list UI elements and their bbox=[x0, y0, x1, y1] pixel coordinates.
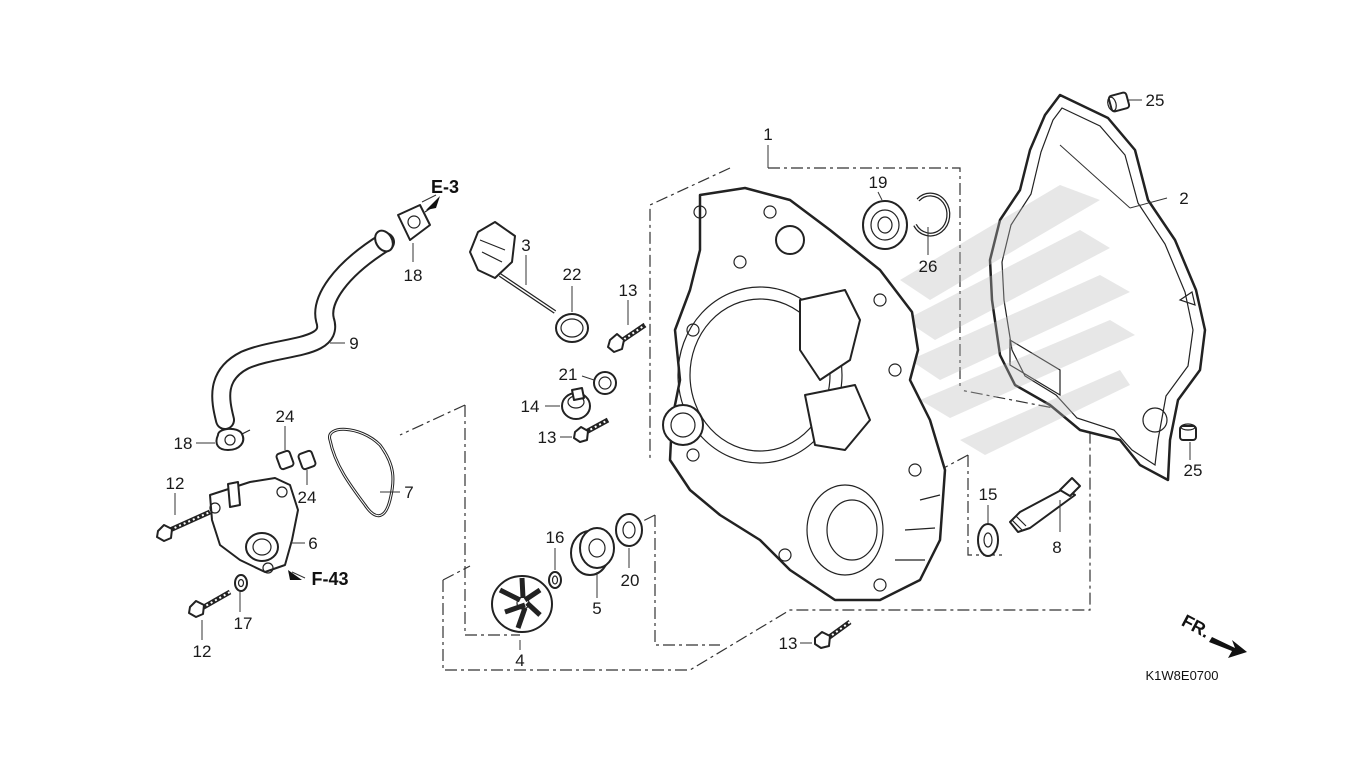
reference-e3: E-3 bbox=[431, 177, 459, 197]
callout-19: 19 bbox=[869, 173, 888, 192]
leader-lines bbox=[174, 99, 1191, 650]
callout-25-lower: 25 bbox=[1184, 461, 1203, 480]
hose-clamp-part-18-bottom bbox=[215, 427, 251, 451]
washer-part-17 bbox=[234, 574, 248, 592]
oil-dipstick-part-3 bbox=[469, 221, 557, 314]
callout-4: 4 bbox=[515, 651, 524, 670]
seal-part-15 bbox=[977, 523, 999, 557]
pump-gasket-part-7 bbox=[328, 427, 395, 518]
callout-1: 1 bbox=[763, 125, 772, 144]
forward-direction-label: FR. bbox=[1178, 611, 1213, 642]
callout-15: 15 bbox=[979, 485, 998, 504]
diagram-code: K1W8E0700 bbox=[1146, 668, 1219, 683]
washer-part-16 bbox=[548, 571, 562, 589]
callout-2: 2 bbox=[1179, 189, 1188, 208]
dowel-part-24-left bbox=[275, 449, 295, 471]
callout-13-lower: 13 bbox=[779, 634, 798, 653]
water-pump-cover-part-6 bbox=[209, 477, 299, 574]
callout-13-upper: 13 bbox=[619, 281, 638, 300]
circlip-part-26 bbox=[913, 192, 951, 237]
callout-5: 5 bbox=[592, 599, 601, 618]
callout-13-middle: 13 bbox=[538, 428, 557, 447]
dowel-part-24-right bbox=[297, 449, 317, 471]
reference-f43: F-43 bbox=[311, 569, 348, 589]
callout-26: 26 bbox=[919, 257, 938, 276]
callout-18-upper: 18 bbox=[404, 266, 423, 285]
callout-9: 9 bbox=[349, 334, 358, 353]
callout-14: 14 bbox=[521, 397, 540, 416]
callout-12-lower: 12 bbox=[193, 642, 212, 661]
bolt-part-13-upper bbox=[607, 322, 647, 353]
plug-part-14 bbox=[561, 387, 591, 420]
reference-arrows bbox=[288, 196, 440, 580]
bolt-part-12-upper bbox=[156, 509, 212, 542]
callout-17: 17 bbox=[234, 614, 253, 633]
callout-6: 6 bbox=[308, 534, 317, 553]
callout-3: 3 bbox=[521, 236, 530, 255]
crankcase-cover-part-1 bbox=[662, 186, 947, 602]
callout-7: 7 bbox=[404, 483, 413, 502]
callout-labels: 1 2 3 4 5 6 7 8 9 12 12 13 13 13 14 15 1… bbox=[166, 91, 1219, 683]
seal-part-5 bbox=[570, 527, 615, 576]
forward-direction-arrow-icon bbox=[1209, 637, 1247, 658]
hose-part-9 bbox=[211, 229, 395, 430]
hose-clamp-part-18-top bbox=[397, 204, 436, 241]
shaft-part-8 bbox=[1009, 477, 1081, 533]
callout-24-upper: 24 bbox=[276, 407, 295, 426]
callout-12-upper: 12 bbox=[166, 474, 185, 493]
washer-part-21 bbox=[593, 371, 617, 395]
o-ring-part-22 bbox=[555, 313, 589, 343]
callout-21: 21 bbox=[559, 365, 578, 384]
bolt-part-12-lower bbox=[188, 589, 232, 618]
bearing-part-19 bbox=[862, 200, 908, 250]
callout-8: 8 bbox=[1052, 538, 1061, 557]
callout-24-lower: 24 bbox=[298, 488, 317, 507]
callout-22: 22 bbox=[563, 265, 582, 284]
callout-20: 20 bbox=[621, 571, 640, 590]
bolt-part-13-lower bbox=[814, 619, 852, 649]
impeller-part-4 bbox=[491, 575, 553, 633]
callout-25-upper: 25 bbox=[1146, 91, 1165, 110]
bolt-part-13-middle bbox=[573, 417, 610, 443]
seal-part-20 bbox=[615, 513, 643, 547]
callout-18-lower: 18 bbox=[174, 434, 193, 453]
callout-16: 16 bbox=[546, 528, 565, 547]
dowel-pin-part-25-bottom bbox=[1179, 423, 1197, 441]
dowel-pin-part-25-top bbox=[1107, 91, 1131, 113]
brand-watermark-icon bbox=[900, 185, 1135, 455]
gasket-part-2 bbox=[988, 93, 1207, 482]
